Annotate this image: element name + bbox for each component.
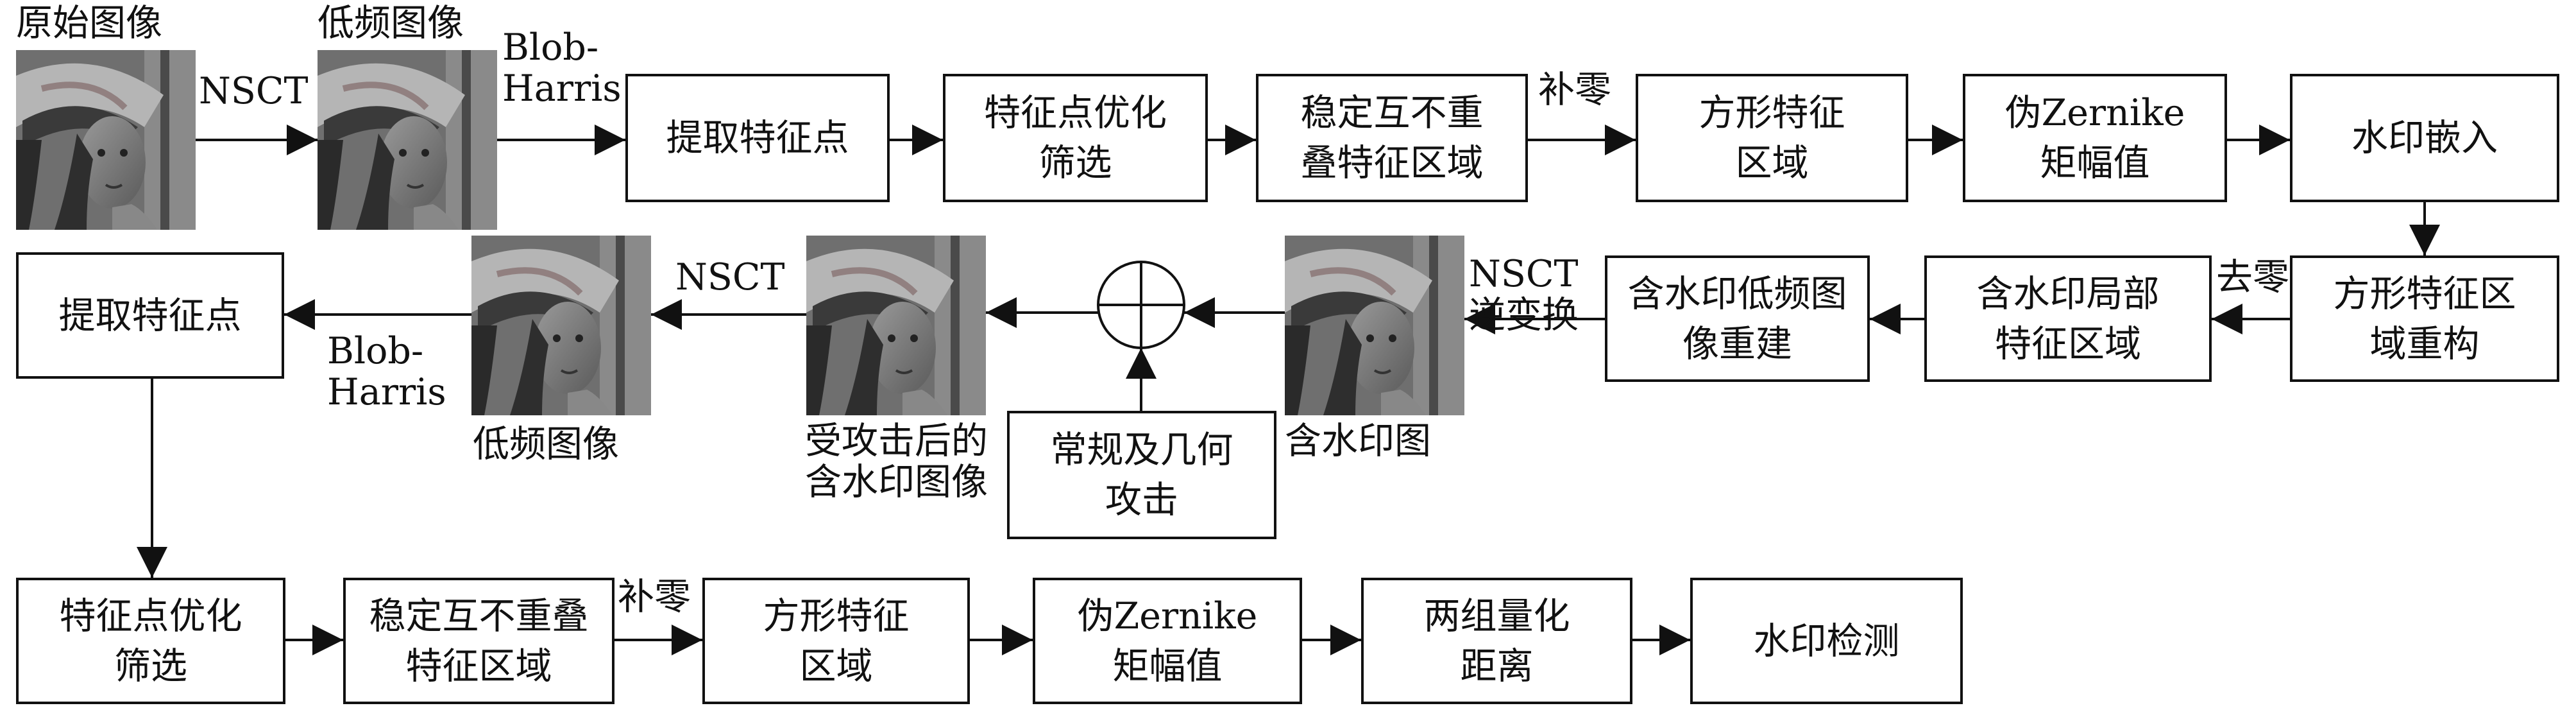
original-image-thumbnail	[16, 50, 196, 230]
nsct-label-2: NSCT	[675, 256, 785, 298]
zernike-magnitude-label-1: 伪Zernike 矩幅值	[2004, 92, 2185, 184]
zernike-magnitude-box-2: 伪Zernike 矩幅值	[1033, 578, 1302, 704]
square-regions-box-2: 方形特征 区域	[702, 578, 970, 704]
quantization-distance-label: 两组量化 距离	[1423, 594, 1570, 687]
pad-zero-label-1: 补零	[1538, 69, 1611, 111]
blob-harris-label-2: Blob- Harris	[327, 330, 446, 413]
extract-features-label-1: 提取特征点	[666, 117, 849, 159]
lowfreq-caption-mid: 低频图像	[473, 423, 619, 465]
watermark-embed-label: 水印嵌入	[2351, 117, 2498, 159]
optimize-features-label-2: 特征点优化 筛选	[59, 594, 242, 687]
blob-harris-label-1: Blob- Harris	[502, 26, 622, 110]
attacked-image-caption: 受攻击后的 含水印图像	[805, 420, 988, 503]
nsct-label-1: NSCT	[199, 70, 309, 112]
optimize-features-box-2: 特征点优化 筛选	[16, 578, 285, 704]
stable-regions-label-1: 稳定互不重 叠特征区域	[1300, 92, 1484, 184]
square-regions-box-1: 方形特征 区域	[1636, 74, 1908, 202]
quantization-distance-box: 两组量化 距离	[1361, 578, 1632, 704]
lowfreq-image-thumbnail-mid	[471, 236, 651, 415]
combine-symbol	[1097, 261, 1185, 349]
region-reconstruct-label: 方形特征区 域重构	[2333, 272, 2516, 365]
attacked-image-thumbnail	[806, 236, 986, 415]
watermark-embed-box: 水印嵌入	[2290, 74, 2559, 202]
watermarked-image-thumbnail	[1285, 236, 1464, 415]
attack-box: 常规及几何 攻击	[1007, 411, 1276, 539]
nsct-inverse-label: NSCT 逆变换	[1469, 253, 1579, 336]
watermark-detect-label: 水印检测	[1753, 619, 1900, 662]
attack-label: 常规及几何 攻击	[1050, 429, 1233, 521]
square-regions-label-1: 方形特征 区域	[1699, 92, 1845, 184]
local-region-label: 含水印局部 特征区域	[1976, 272, 2160, 365]
watermark-detect-box: 水印检测	[1690, 578, 1963, 704]
lowfreq-rebuild-label: 含水印低频图 像重建	[1627, 272, 1847, 365]
extract-features-box-1: 提取特征点	[625, 74, 890, 202]
lowfreq-rebuild-box: 含水印低频图 像重建	[1605, 255, 1870, 382]
zernike-magnitude-label-2: 伪Zernike 矩幅值	[1077, 594, 1258, 687]
region-reconstruct-box: 方形特征区 域重构	[2290, 255, 2559, 382]
lowfreq-image-thumbnail-top	[318, 50, 497, 230]
lowfreq-caption-top: 低频图像	[318, 2, 464, 44]
remove-zero-label: 去零	[2216, 256, 2289, 298]
zernike-magnitude-box-1: 伪Zernike 矩幅值	[1963, 74, 2227, 202]
optimize-features-box-1: 特征点优化 筛选	[943, 74, 1208, 202]
optimize-features-label-1: 特征点优化 筛选	[984, 92, 1167, 184]
stable-regions-label-2: 稳定互不重叠 特征区域	[369, 594, 589, 687]
extract-features-box-2: 提取特征点	[16, 252, 284, 379]
extract-features-label-2: 提取特征点	[58, 294, 242, 337]
original-image-caption: 原始图像	[16, 2, 162, 44]
local-region-box: 含水印局部 特征区域	[1924, 255, 2212, 382]
stable-regions-box-2: 稳定互不重叠 特征区域	[343, 578, 614, 704]
square-regions-label-2: 方形特征 区域	[763, 594, 910, 687]
pad-zero-label-2: 补零	[618, 576, 691, 618]
stable-regions-box-1: 稳定互不重 叠特征区域	[1256, 74, 1528, 202]
watermarked-image-caption: 含水印图	[1285, 420, 1431, 462]
